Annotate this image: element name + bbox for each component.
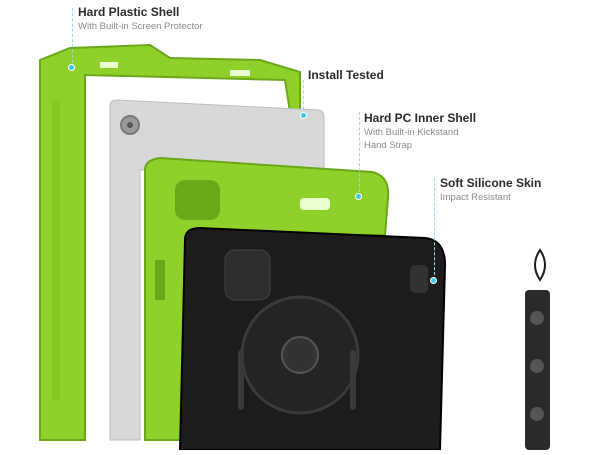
soft-silicone-skin xyxy=(178,226,447,451)
silicone-sub: Impact Resistant xyxy=(440,192,511,204)
silicone-title: Soft Silicone Skin xyxy=(440,176,542,190)
marker-dot-hard-plastic xyxy=(68,64,75,71)
hard-plastic-title: Hard Plastic Shell xyxy=(78,5,180,19)
marker-dot-install xyxy=(300,112,307,119)
label-install-tested: Install Tested xyxy=(308,68,384,82)
hard-pc-sub-1: With Built-in Kickstand xyxy=(364,127,459,139)
hard-pc-sub-2: Hand Strap xyxy=(364,139,413,151)
lanyard-icon xyxy=(525,248,550,450)
leader-line-install xyxy=(303,80,305,115)
marker-dot-hard-pc xyxy=(355,193,362,200)
hard-plastic-sub: With Built-in Screen Protector xyxy=(78,21,203,33)
install-tested-title: Install Tested xyxy=(308,68,384,82)
label-hard-plastic-shell: Hard Plastic Shell With Built-in Screen … xyxy=(78,5,203,33)
marker-dot-silicone xyxy=(430,277,437,284)
leader-line-silicone xyxy=(434,178,435,280)
leader-line-hard-plastic xyxy=(72,8,73,68)
hard-pc-title: Hard PC Inner Shell xyxy=(364,111,477,125)
label-soft-silicone-skin: Soft Silicone Skin Impact Resistant xyxy=(440,176,541,204)
label-hard-pc-inner-shell: Hard PC Inner Shell With Built-in Kickst… xyxy=(364,111,476,151)
leader-line-hard-pc xyxy=(359,112,360,197)
